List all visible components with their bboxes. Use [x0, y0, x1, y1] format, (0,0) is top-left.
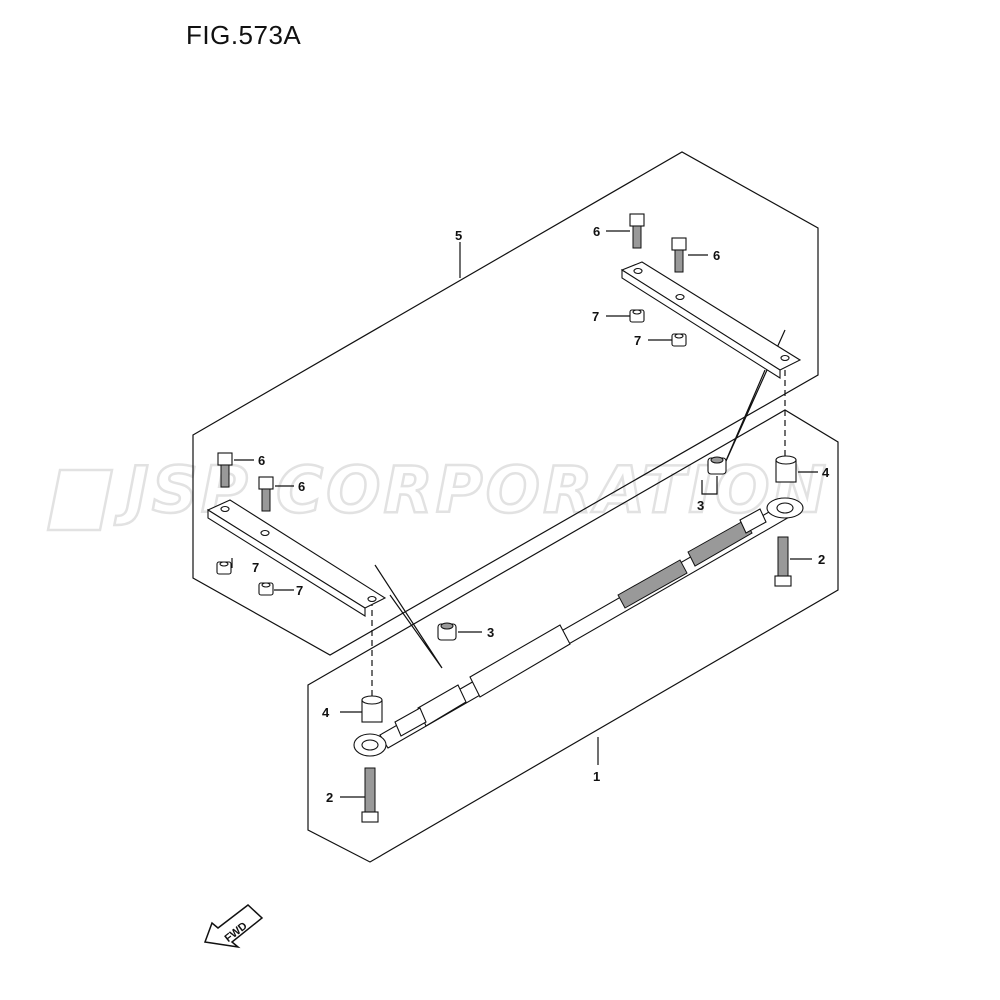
fwd-arrow-icon: FWD [203, 904, 264, 949]
bolt-2-b [361, 767, 379, 823]
callout-6-d: 6 [298, 479, 305, 494]
callout-7-d: 7 [296, 583, 303, 598]
callout-labels: 5 6 6 7 7 6 6 7 7 4 3 2 3 4 2 1 [252, 224, 830, 805]
callout-6-c: 6 [258, 453, 265, 468]
panel-5-outline [192, 151, 819, 656]
callout-7-c: 7 [252, 560, 259, 575]
bolt-6-c [217, 452, 233, 488]
callout-2-b: 2 [326, 790, 333, 805]
bracket-plate-upper [620, 261, 802, 379]
nut-7-b [671, 333, 687, 347]
figure-title: FIG.573A [186, 20, 302, 50]
callout-2-a: 2 [818, 552, 825, 567]
bracket-plate-lower [206, 499, 387, 617]
collar-4-a [775, 455, 797, 483]
bolt-6-a [629, 213, 645, 249]
nut-7-a [629, 309, 645, 323]
callout-5: 5 [455, 228, 462, 243]
callout-6-b: 6 [713, 248, 720, 263]
leader-lines [231, 230, 818, 798]
callout-6-a: 6 [593, 224, 600, 239]
callout-3-a: 3 [697, 498, 704, 513]
callout-4-b: 4 [322, 705, 330, 720]
nut-7-d [258, 582, 274, 596]
tie-rod [353, 497, 804, 757]
callout-1: 1 [593, 769, 600, 784]
guide-line-left [374, 564, 443, 669]
callout-4-a: 4 [822, 465, 830, 480]
bolt-6-b [671, 237, 687, 273]
locknut-3-b [437, 622, 457, 641]
watermark-logo-icon [46, 468, 114, 532]
nut-7-c [216, 561, 232, 575]
callout-7-b: 7 [634, 333, 641, 348]
locknut-3-a [707, 456, 727, 475]
collar-4-b [361, 695, 383, 723]
bolt-6-d [258, 476, 274, 512]
callout-3-b: 3 [487, 625, 494, 640]
callout-7-a: 7 [592, 309, 599, 324]
bolt-2-a [774, 536, 792, 587]
